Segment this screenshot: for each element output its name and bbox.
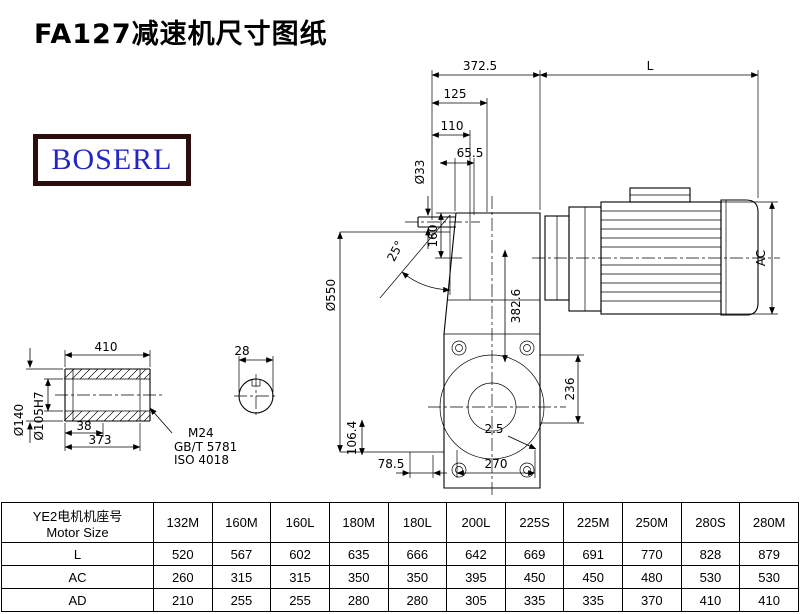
dim-270: 270 [485, 457, 508, 471]
table-cell: 879 [739, 542, 799, 566]
table-cell: 450 [504, 565, 565, 589]
column-header: 250M [622, 502, 682, 543]
note-m24: M24 [188, 426, 214, 440]
table-cell: 635 [328, 542, 389, 566]
table-cell: 666 [387, 542, 448, 566]
table-cell: 335 [563, 588, 623, 612]
column-header: 200L [446, 502, 506, 543]
table-cell: 410 [739, 588, 799, 612]
table-cell: 395 [446, 565, 506, 589]
table-cell: 315 [270, 565, 330, 589]
column-header: 280S [680, 502, 741, 543]
column-header: 225S [504, 502, 565, 543]
column-header: 280M [739, 502, 799, 543]
table-cell: 305 [446, 588, 506, 612]
dimension-labels: 372.5 L 125 110 65.5 Ø33 160 25° Ø550 38… [12, 59, 768, 471]
table-cell: 669 [504, 542, 565, 566]
dim-78-5: 78.5 [378, 457, 405, 471]
technical-drawing: 372.5 L 125 110 65.5 Ø33 160 25° Ø550 38… [12, 59, 780, 498]
table-cell: 410 [680, 588, 741, 612]
dim-125: 125 [444, 87, 467, 101]
table-cell: 280 [387, 588, 448, 612]
table-cell: 255 [270, 588, 330, 612]
column-header: 160L [270, 502, 330, 543]
boserl-logo-text: BOSERL [51, 143, 173, 176]
dim-236: 236 [563, 378, 577, 401]
dim-382-6: 382.6 [509, 289, 523, 323]
table-cell: 770 [622, 542, 682, 566]
table-cell: 450 [563, 565, 623, 589]
dim-410: 410 [95, 340, 118, 354]
table-cell: 260 [153, 565, 213, 589]
dim-L: L [647, 59, 654, 73]
table-cell: 642 [446, 542, 506, 566]
note-iso-4018: ISO 4018 [174, 453, 229, 467]
page-title: FA127减速机尺寸图纸 [34, 19, 328, 50]
column-header: 132M [153, 502, 213, 543]
boserl-logo: BOSERL [33, 134, 191, 186]
row-label: AC [1, 565, 154, 589]
column-header: 160M [211, 502, 272, 543]
centerlines [55, 196, 780, 498]
table-cell: 350 [387, 565, 448, 589]
dim-372-5: 372.5 [463, 59, 497, 73]
table-cell: 520 [153, 542, 213, 566]
table-cell: 567 [211, 542, 272, 566]
dimension-lines [27, 72, 775, 476]
column-header: 180L [387, 502, 448, 543]
dim-dia33: Ø33 [413, 160, 427, 185]
dim-AC: AC [754, 250, 768, 266]
table-cell: 210 [153, 588, 213, 612]
table-cell: 602 [270, 542, 330, 566]
table-cell: 480 [622, 565, 682, 589]
dim-110: 110 [441, 119, 464, 133]
table-cell: 335 [504, 588, 565, 612]
dim-160: 160 [426, 225, 440, 248]
dim-106-4: 106.4 [345, 421, 359, 455]
table-cell: 350 [328, 565, 389, 589]
table-cell: 280 [328, 588, 389, 612]
row-label: L [1, 542, 154, 566]
dim-38: 38 [76, 419, 91, 433]
table-cell: 828 [680, 542, 741, 566]
dim-25deg: 25° [384, 238, 406, 263]
dim-65-5: 65.5 [457, 146, 484, 160]
column-header: 225M [563, 502, 623, 543]
table-cell: 530 [680, 565, 741, 589]
table-cell: 315 [211, 565, 272, 589]
dim-dia140: Ø140 [12, 404, 26, 436]
table-cell: 691 [563, 542, 623, 566]
table-cell: 255 [211, 588, 272, 612]
table-cell: 370 [622, 588, 682, 612]
row-label: AD [1, 588, 154, 612]
table-cell: 530 [739, 565, 799, 589]
motor [544, 187, 759, 316]
dim-dia105h7: Ø105H7 [32, 391, 46, 440]
dim-28: 28 [234, 344, 249, 358]
dim-2-5: 2.5 [484, 422, 503, 436]
hollow-shaft-view [63, 368, 151, 422]
dim-373: 373 [89, 433, 112, 447]
column-header: 180M [328, 502, 389, 543]
note-gbt-5781: GB/T 5781 [174, 440, 237, 454]
dim-dia550: Ø550 [324, 279, 338, 311]
